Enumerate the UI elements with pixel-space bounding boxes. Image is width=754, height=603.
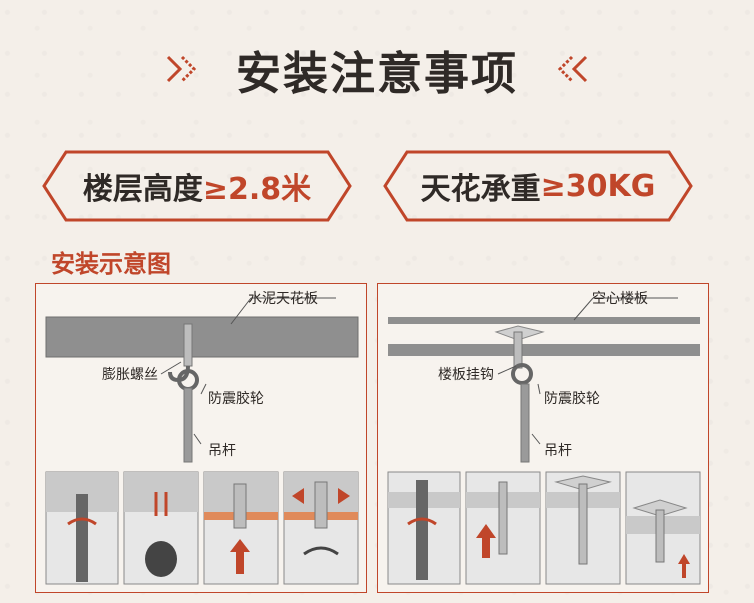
step-tighten (283, 471, 359, 585)
ceiling-height-badge: 楼层高度 ≥2.8米 (42, 150, 352, 222)
step-clean (123, 471, 199, 585)
step-drill (45, 471, 119, 585)
rubber-wheel-label: 防震胶轮 (544, 391, 600, 407)
step-insert-toggle (465, 471, 541, 585)
badge-frame (383, 150, 693, 222)
rubber-wheel-label: 防震胶轮 (208, 391, 264, 407)
concrete-ceiling-label: 水泥天花板 (248, 291, 318, 307)
concrete-ceiling-diagram: 水泥天花板 膨胀螺丝 防震胶轮 吊杆 (35, 283, 367, 593)
step-open-toggle (545, 471, 621, 585)
ceiling-load-label: 天花承重 (420, 172, 541, 207)
hollow-slab-diagram: 空心楼板 楼板挂钩 防震胶轮 吊杆 (377, 283, 709, 593)
section-title: 安装示意图 (51, 250, 171, 278)
hanging-rod-label: 吊杆 (208, 443, 236, 459)
ceiling-load-badge: 天花承重 ≥30KG (383, 150, 693, 222)
expansion-bolt-label: 膨胀螺丝 (102, 367, 158, 383)
hanging-rod-label: 吊杆 (544, 443, 572, 459)
step-insert (203, 471, 279, 585)
hollow-slab-label: 空心楼板 (592, 291, 648, 307)
step-fix-toggle (625, 471, 701, 585)
slab-hook-label: 楼板挂钩 (438, 367, 494, 383)
badge-frame (42, 150, 352, 222)
ceiling-height-value: ≥2.8米 (202, 172, 312, 207)
step-drill (387, 471, 461, 585)
hollow-slab-install-illustration (387, 297, 701, 585)
double-chevron-right-icon (166, 55, 197, 83)
double-chevron-left-icon (557, 55, 588, 83)
ceiling-height-label: 楼层高度 (82, 172, 203, 207)
page-title: 安装注意事项 (235, 46, 518, 100)
ceiling-load-value: ≥30KG (540, 168, 656, 204)
concrete-install-illustration (45, 297, 359, 585)
title-row: 安装注意事项 (0, 34, 754, 104)
